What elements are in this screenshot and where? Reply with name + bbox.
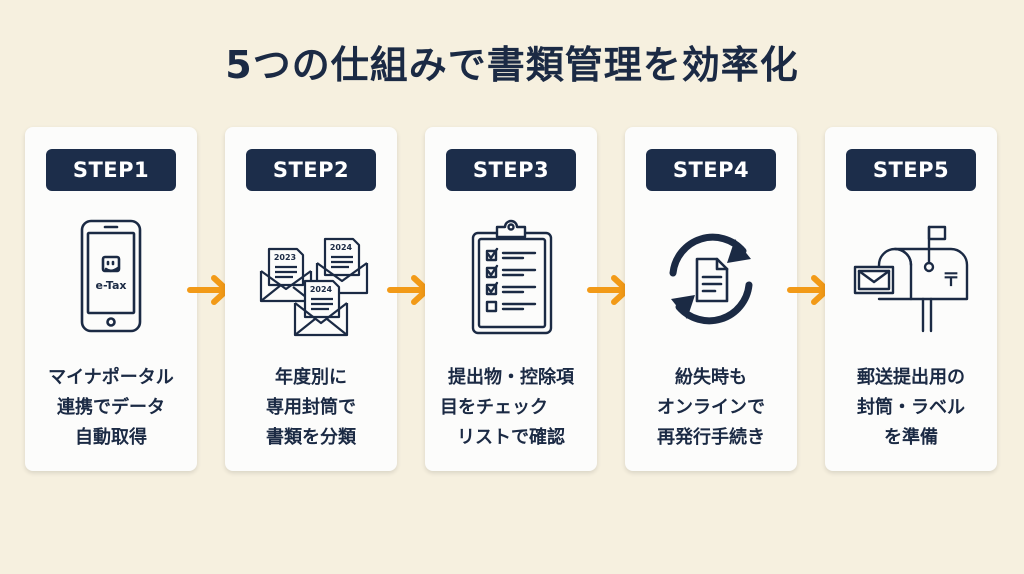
step-badge: STEP2 bbox=[246, 149, 376, 191]
document-refresh-icon bbox=[651, 219, 771, 339]
step-card-5: STEP5 〒 郵送提出用の 封筒・ラベル を準備 bbox=[825, 127, 997, 471]
step-badge: STEP5 bbox=[846, 149, 976, 191]
step-badge: STEP1 bbox=[46, 149, 176, 191]
envelopes-by-year-icon: 2023 2024 2024 bbox=[251, 219, 371, 339]
svg-text:2024: 2024 bbox=[310, 285, 333, 294]
step-card-4: STEP4 紛失時も オンラインで 再発行手続き bbox=[625, 127, 797, 471]
smartphone-etax-icon: e-Tax bbox=[51, 219, 171, 339]
step-card-3: STEP3 提出物・控除項 目をチェック リストで確認 bbox=[425, 127, 597, 471]
step-description: 紛失時も オンラインで 再発行手続き bbox=[657, 367, 765, 448]
svg-text:2024: 2024 bbox=[330, 243, 353, 252]
step-description: マイナポータル 連携でデータ 自動取得 bbox=[48, 367, 174, 448]
svg-text:〒: 〒 bbox=[942, 270, 960, 291]
page-title: 5つの仕組みで書類管理を効率化 bbox=[225, 43, 799, 87]
step-card-1: STEP1 e-Tax マイナポータル 連携でデータ 自動取得 bbox=[25, 127, 197, 471]
step-description: 提出物・控除項 目をチェック リストで確認 bbox=[440, 367, 574, 448]
svg-text:2023: 2023 bbox=[274, 253, 296, 262]
mailbox-icon: 〒 bbox=[851, 219, 971, 339]
clipboard-checklist-icon bbox=[451, 219, 571, 339]
step-badge: STEP3 bbox=[446, 149, 576, 191]
step-badge: STEP4 bbox=[646, 149, 776, 191]
etax-label: e-Tax bbox=[95, 279, 126, 292]
step-card-2: STEP2 2023 2024 2024 年度別に 専用封筒で bbox=[225, 127, 397, 471]
step-description: 郵送提出用の 封筒・ラベル を準備 bbox=[857, 367, 965, 448]
step-description: 年度別に 専用封筒で 書類を分類 bbox=[266, 367, 356, 448]
